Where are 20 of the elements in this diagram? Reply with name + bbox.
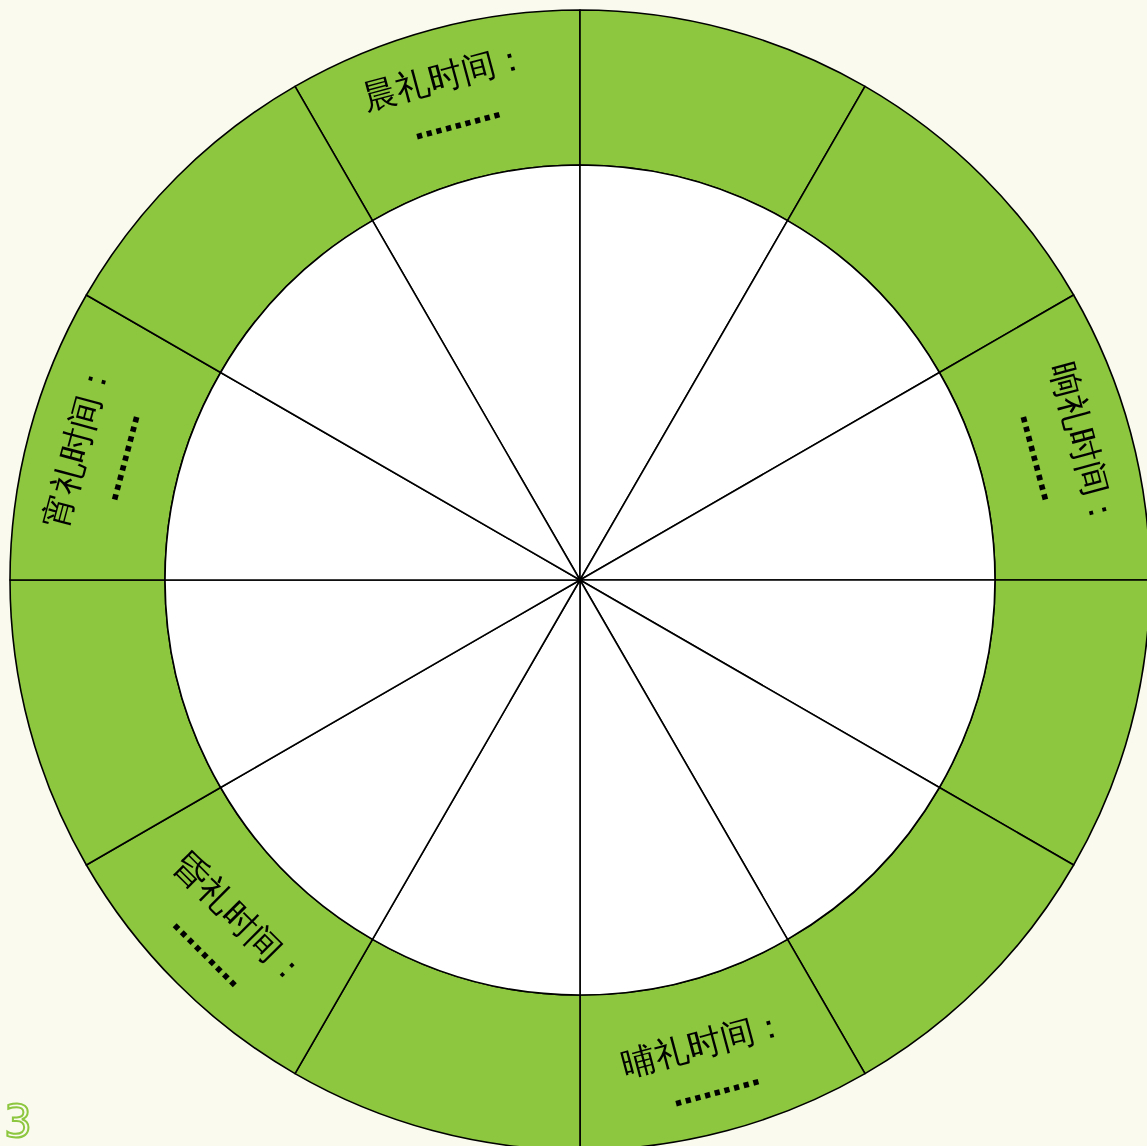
wedge-segment [164, 579, 581, 789]
ring-segment [85, 786, 374, 1075]
ring-segment [579, 938, 866, 1146]
wedge-segment [579, 164, 789, 581]
wedge-segment [579, 579, 941, 941]
wedge-segment [579, 579, 789, 996]
wedge-segment [219, 219, 581, 581]
ring-segment [294, 9, 581, 222]
wedge-segment [579, 219, 941, 581]
ring-segment [786, 786, 1075, 1075]
ring-segment [938, 294, 1147, 581]
wedge-segment [164, 371, 581, 581]
ring-segment [9, 294, 222, 581]
wedge-segment [579, 371, 996, 581]
page-number: 3 [4, 1100, 32, 1144]
ring-segment [294, 938, 581, 1146]
ring-segment [938, 579, 1147, 866]
wedge-segment [371, 579, 581, 996]
wedge-segment [579, 579, 996, 789]
ring-segment [579, 9, 866, 222]
